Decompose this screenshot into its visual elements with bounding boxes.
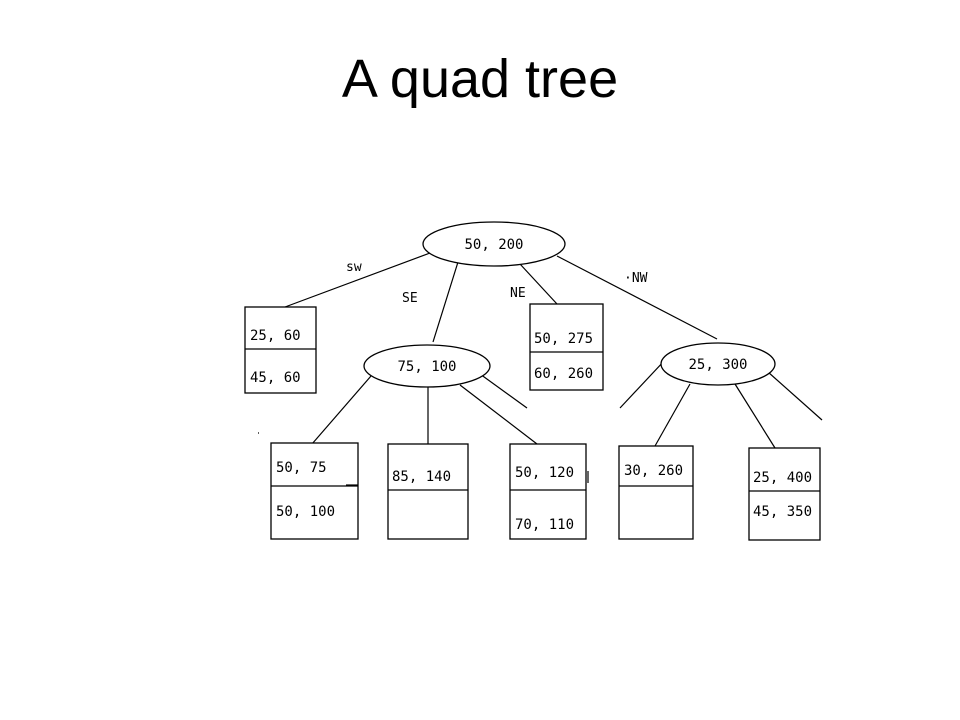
node-nw-label: 25, 300	[688, 357, 747, 373]
edge-se-sw	[311, 375, 372, 445]
leaf-entry: 50, 75	[276, 460, 327, 476]
leaf-entry: 70, 110	[515, 517, 574, 533]
leaf-entry: 45, 60	[250, 370, 301, 386]
leaf-entry: 25, 400	[753, 470, 812, 486]
node-root	[422, 221, 566, 267]
edge-nw-se	[654, 383, 691, 447]
page-title: A quad tree	[341, 49, 619, 109]
node-se	[363, 344, 491, 388]
leaf-entry: 30, 260	[624, 463, 683, 479]
node-se-label: 75, 100	[397, 359, 456, 375]
edge-nw-nw-stub	[767, 371, 823, 421]
leaf-box-ne: 50, 275 60, 260	[529, 303, 604, 391]
edge-label-sw: sw	[346, 260, 362, 275]
node-nw	[660, 342, 776, 386]
leaf-box-nw-sw: 30, 260	[618, 445, 694, 540]
leaf-box-se-ne: 50, 120 70, 110	[509, 443, 587, 540]
edge-se-ne	[459, 384, 538, 445]
node-root-label: 50, 200	[464, 237, 523, 253]
leaf-entry: 25, 60	[250, 328, 301, 344]
edge-root-ne	[519, 263, 558, 305]
leaf-entry: 85, 140	[392, 469, 451, 485]
edge-label-nw: ·NW	[624, 271, 648, 286]
leaf-box-se-sw: 50, 75 50, 100	[270, 442, 359, 540]
leaf-entry: 60, 260	[534, 366, 593, 382]
leaf-entry: 45, 350	[753, 504, 812, 520]
edge-root-sw	[284, 252, 431, 308]
leaf-entry: 50, 120	[515, 465, 574, 481]
leaf-entry: 50, 100	[276, 504, 335, 520]
leaf-box-sw: 25, 60 45, 60	[244, 306, 317, 394]
edge-nw-sw-stub	[619, 359, 666, 409]
edge-nw-ne	[734, 383, 776, 449]
leaf-box-se-se: 85, 140	[387, 443, 469, 540]
edge-label-se: SE	[402, 291, 418, 306]
leaf-box-nw-ne: 25, 400 45, 350	[748, 447, 821, 541]
edge-label-ne: NE	[510, 286, 526, 301]
edge-root-se	[432, 261, 459, 343]
leaf-entry: 50, 275	[534, 331, 593, 347]
edge-root-nw	[556, 255, 718, 340]
edge-se-nw-stub	[479, 373, 528, 409]
